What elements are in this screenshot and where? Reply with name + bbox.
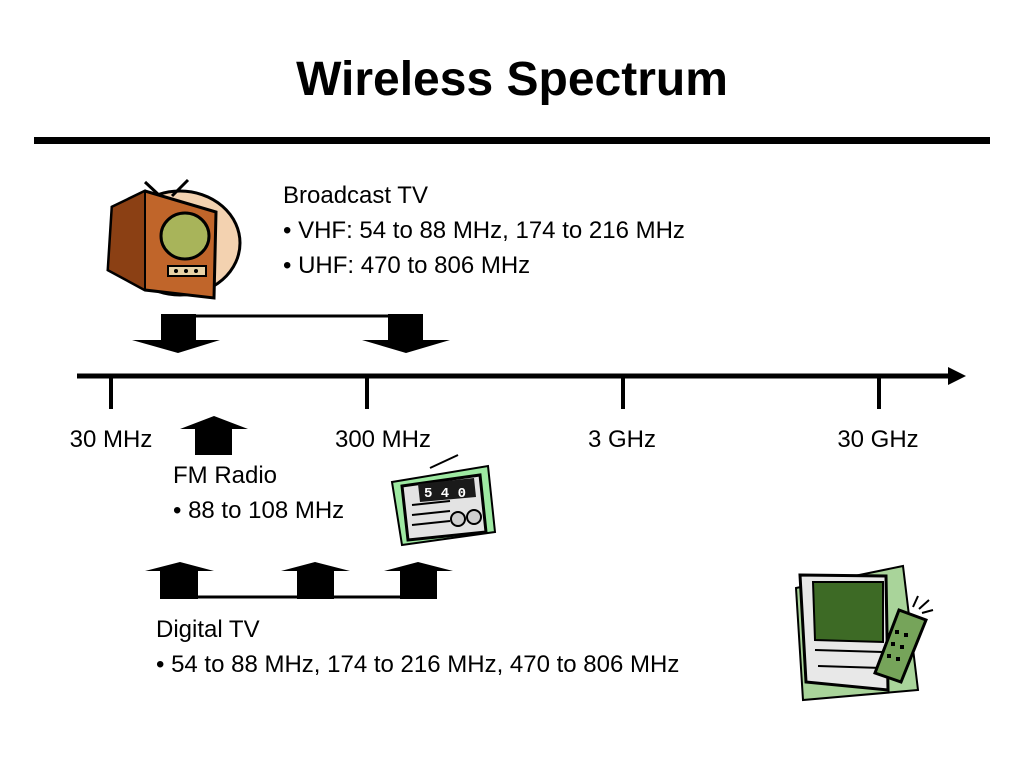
digital-tv-heading: Digital TV [156,616,260,643]
broadcast-tv-vhf-line: • VHF: 54 to 88 MHz, 174 to 216 MHz [283,217,685,244]
broadcast-tv-uhf-line: • UHF: 470 to 806 MHz [283,252,531,279]
slide-title: Wireless Spectrum [296,53,728,106]
fm-radio-up-arrow [180,416,248,455]
broadcast-tv-arrows [132,314,450,353]
tick-label-300mhz: 300 MHz [334,426,432,453]
fm-radio-range-line: • 88 to 108 MHz [173,497,345,524]
digital-up-arrow-1 [145,562,214,599]
tick-label-3ghz: 3 GHz [587,426,656,453]
digital-up-arrow-3 [384,562,453,599]
broadcast-tv-icon [106,178,242,300]
fm-radio-display-text: 5 4 0 [424,486,466,502]
fm-radio-icon [390,454,497,547]
fm-radio-heading: FM Radio [173,462,278,489]
digital-tv-arrows [145,562,453,599]
tick-label-30mhz: 30 MHz [69,426,153,453]
digital-tv-icon [794,564,934,702]
axis-arrowhead [948,367,966,385]
broadcast-vhf-down-arrow [132,314,220,353]
broadcast-tv-heading: Broadcast TV [283,182,428,209]
digital-tv-range-line: • 54 to 88 MHz, 174 to 216 MHz, 470 to 8… [156,651,680,678]
tick-label-30ghz: 30 GHz [837,426,919,453]
title-rule [34,137,990,144]
digital-up-arrow-2 [281,562,350,599]
broadcast-uhf-down-arrow [362,314,450,353]
digital-tv-text: Digital TV • 54 to 88 MHz, 174 to 216 MH… [156,612,679,682]
fm-radio-text: FM Radio • 88 to 108 MHz [173,458,344,528]
broadcast-tv-text: Broadcast TV • VHF: 54 to 88 MHz, 174 to… [283,178,685,283]
frequency-axis [77,367,966,409]
